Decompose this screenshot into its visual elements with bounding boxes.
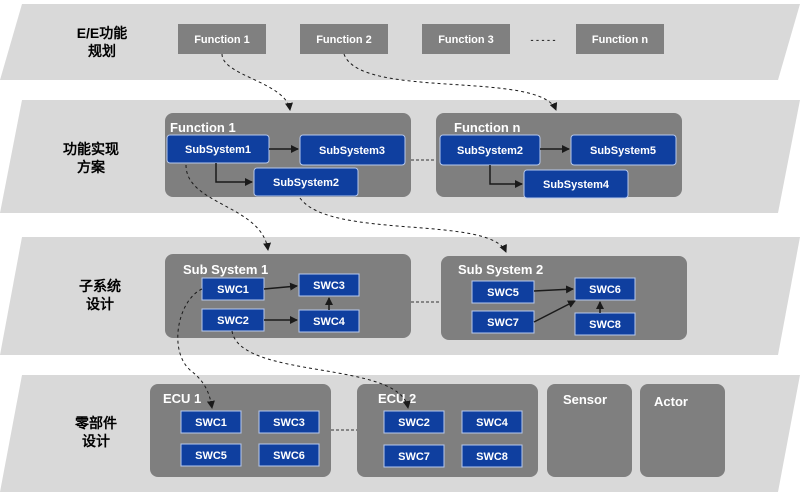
function-box-n: Function n [576, 24, 664, 54]
swc-block-ss1-swc2: SWC2 [201, 308, 265, 332]
subsystem-block-4: SubSystem4 [523, 169, 629, 199]
layer-band-planning [0, 4, 800, 80]
mapping-function1-to-impl [221, 53, 293, 111]
swc-ecu2-swc2-label: SWC2 [398, 417, 430, 429]
swc-ecu1-swc6-label: SWC6 [273, 450, 305, 462]
subsystem-group-1-title: Sub System 1 [183, 262, 268, 277]
subsystem-block-3-label: SubSystem3 [319, 145, 385, 157]
subsystem-block-3: SubSystem3 [299, 134, 406, 166]
swc-block-ecu1-swc5: SWC5 [180, 443, 242, 467]
layer-label-component-l2: 设计 [82, 433, 110, 449]
swc-block-ss2-swc8: SWC8 [574, 312, 636, 336]
swc-ecu1-swc1-label: SWC1 [195, 417, 227, 429]
swc-ecu2-swc7-label: SWC7 [398, 451, 430, 463]
swc-block-ss1-swc4: SWC4 [298, 309, 360, 333]
swc-block-ecu2-swc7: SWC7 [383, 444, 445, 468]
function-box-1-label: Function 1 [194, 34, 250, 46]
subsystem-block-1: SubSystem1 [166, 134, 270, 164]
arrow-subsystem1-to-subsystem2 [215, 163, 253, 186]
subsystem-block-1-label: SubSystem1 [185, 144, 251, 156]
impl-group-n-title: Function n [454, 120, 520, 135]
swc-ss2-swc6-label: SWC6 [589, 284, 621, 296]
swc-block-ecu2-swc8: SWC8 [461, 444, 523, 468]
actor-label: Actor [654, 394, 688, 409]
layer-label-subsystem-l2: 设计 [86, 296, 114, 312]
mapping-subsystem1-to-ss-design [185, 164, 272, 251]
subsystem-group-2-title: Sub System 2 [458, 262, 543, 277]
layer-label-subsystem-l1: 子系统 [79, 278, 121, 294]
arrow-swc1-to-swc3 [263, 282, 298, 291]
swc-block-ecu2-swc4: SWC4 [461, 410, 523, 434]
swc-ss1-swc3-label: SWC3 [313, 280, 345, 292]
subsystem-block-2-label: SubSystem2 [273, 177, 339, 189]
mapping-swc2-to-ecu2 [231, 330, 411, 409]
layer-label-implementation-l1: 功能实现 [63, 141, 119, 157]
swc-block-ecu1-swc3: SWC3 [258, 410, 320, 434]
ecu-2-title: ECU 2 [378, 391, 416, 406]
function-box-3: Function 3 [422, 24, 510, 54]
swc-ss2-swc8-label: SWC8 [589, 319, 621, 331]
swc-ss1-swc2-label: SWC2 [217, 315, 249, 327]
subsystem-block-4-label: SubSystem4 [543, 179, 610, 191]
subsystem-block-5: SubSystem5 [570, 134, 677, 166]
mapping-subsystem2-to-ss-design [299, 197, 507, 253]
sensor-label: Sensor [563, 392, 607, 407]
swc-ecu2-swc8-label: SWC8 [476, 451, 508, 463]
layer-label-planning-l1: E/E功能 [77, 25, 128, 41]
function-ellipsis: - - - - - [531, 35, 556, 45]
swc-block-ecu2-swc2: SWC2 [383, 410, 445, 434]
swc-block-ss2-swc6: SWC6 [574, 277, 636, 301]
arrow-swc7-to-swc6 [533, 300, 576, 323]
arrow-subsystem2-to-subsystem4 [489, 165, 523, 188]
function-box-2-label: Function 2 [316, 34, 372, 46]
swc-block-ss1-swc3: SWC3 [298, 273, 360, 297]
layer-label-implementation-l2: 方案 [77, 159, 106, 175]
swc-block-ss2-swc5: SWC5 [471, 280, 535, 304]
swc-block-ss1-swc1: SWC1 [201, 277, 265, 301]
layer-label-component-l1: 零部件 [74, 415, 117, 431]
impl-group-1-title: Function 1 [170, 120, 236, 135]
subsystem-block-2: SubSystem2 [253, 167, 359, 197]
function-box-3-label: Function 3 [438, 34, 494, 46]
swc-ss2-swc5-label: SWC5 [487, 287, 519, 299]
subsystem-block-5-label: SubSystem5 [590, 145, 656, 157]
function-box-n-label: Function n [592, 34, 648, 46]
swc-ecu1-swc3-label: SWC3 [273, 417, 305, 429]
swc-ss2-swc7-label: SWC7 [487, 317, 519, 329]
function-box-2: Function 2 [300, 24, 388, 54]
layer-label-planning-l2: 规划 [88, 43, 116, 59]
swc-ecu2-swc4-label: SWC4 [476, 417, 509, 429]
swc-ss1-swc4-label: SWC4 [313, 316, 346, 328]
subsystem-block-n-2-label: SubSystem2 [457, 145, 523, 157]
actor-container [640, 384, 725, 477]
swc-ss1-swc1-label: SWC1 [217, 284, 249, 296]
function-box-1: Function 1 [178, 24, 266, 54]
arrow-swc5-to-swc6 [533, 285, 574, 294]
subsystem-block-n-2: SubSystem2 [439, 134, 541, 166]
swc-block-ecu1-swc1: SWC1 [180, 410, 242, 434]
mapping-function2-to-impl [343, 53, 558, 111]
sensor-container [547, 384, 632, 477]
swc-ecu1-swc5-label: SWC5 [195, 450, 227, 462]
ecu-1-title: ECU 1 [163, 391, 201, 406]
swc-block-ss2-swc7: SWC7 [471, 310, 535, 334]
swc-block-ecu1-swc6: SWC6 [258, 443, 320, 467]
